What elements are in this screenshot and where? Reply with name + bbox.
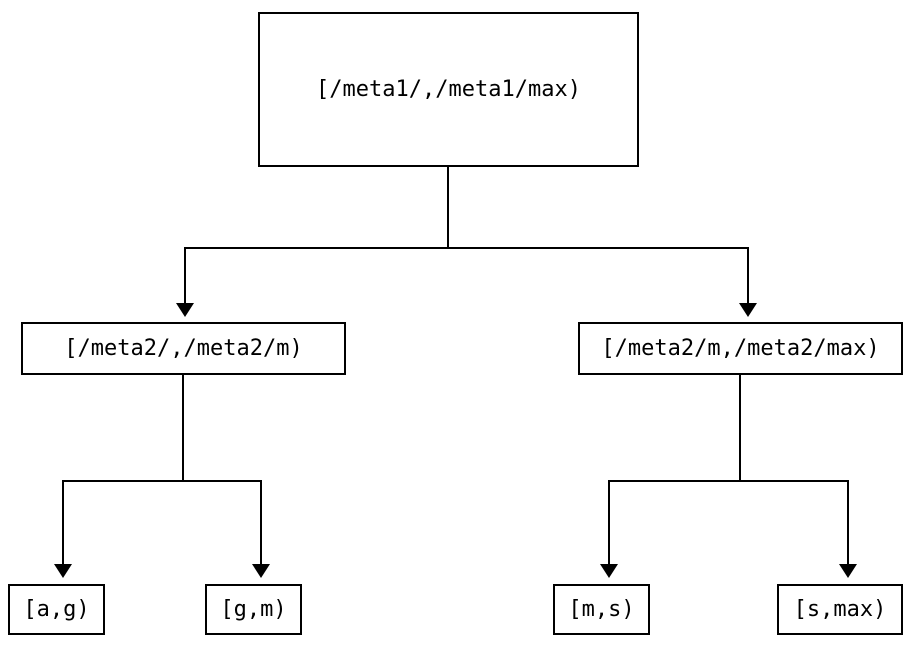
node-leaf-3-label: [m,s) (568, 596, 635, 622)
arrowhead-mid-left-to-leaf2-icon (252, 564, 270, 578)
edge-mid-left-to-leaf1-drop (62, 480, 64, 566)
arrowhead-mid-right-to-leaf3-icon (600, 564, 618, 578)
node-mid-left[interactable]: [/meta2/,/meta2/m) (21, 322, 346, 375)
node-leaf-1-label: [a,g) (23, 596, 90, 622)
node-leaf-2-label: [g,m) (220, 596, 287, 622)
edge-mid-right-stem (739, 375, 741, 482)
node-mid-right[interactable]: [/meta2/m,/meta2/max) (578, 322, 903, 375)
edge-mid-right-to-leaf3-drop (608, 480, 610, 566)
node-leaf-3[interactable]: [m,s) (553, 584, 650, 635)
edge-root-stem (447, 167, 449, 249)
edge-mid-right-to-leaf4-drop (847, 480, 849, 566)
edge-root-to-mid-left-drop (184, 247, 186, 304)
node-leaf-1[interactable]: [a,g) (8, 584, 105, 635)
edge-mid-left-stem (182, 375, 184, 482)
node-mid-right-label: [/meta2/m,/meta2/max) (601, 335, 880, 361)
node-root[interactable]: [/meta1/,/meta1/max) (258, 12, 639, 167)
node-mid-left-label: [/meta2/,/meta2/m) (64, 335, 303, 361)
arrowhead-root-to-mid-left-icon (176, 303, 194, 317)
edge-mid-left-crossbar (62, 480, 262, 482)
node-root-label: [/meta1/,/meta1/max) (316, 76, 581, 102)
arrowhead-mid-left-to-leaf1-icon (54, 564, 72, 578)
node-leaf-4[interactable]: [s,max) (777, 584, 903, 635)
arrowhead-root-to-mid-right-icon (739, 303, 757, 317)
edge-root-crossbar (184, 247, 749, 249)
node-leaf-2[interactable]: [g,m) (205, 584, 302, 635)
node-leaf-4-label: [s,max) (793, 596, 887, 622)
edge-root-to-mid-right-drop (747, 247, 749, 304)
arrowhead-mid-right-to-leaf4-icon (839, 564, 857, 578)
edge-mid-right-crossbar (608, 480, 849, 482)
edge-mid-left-to-leaf2-drop (260, 480, 262, 566)
